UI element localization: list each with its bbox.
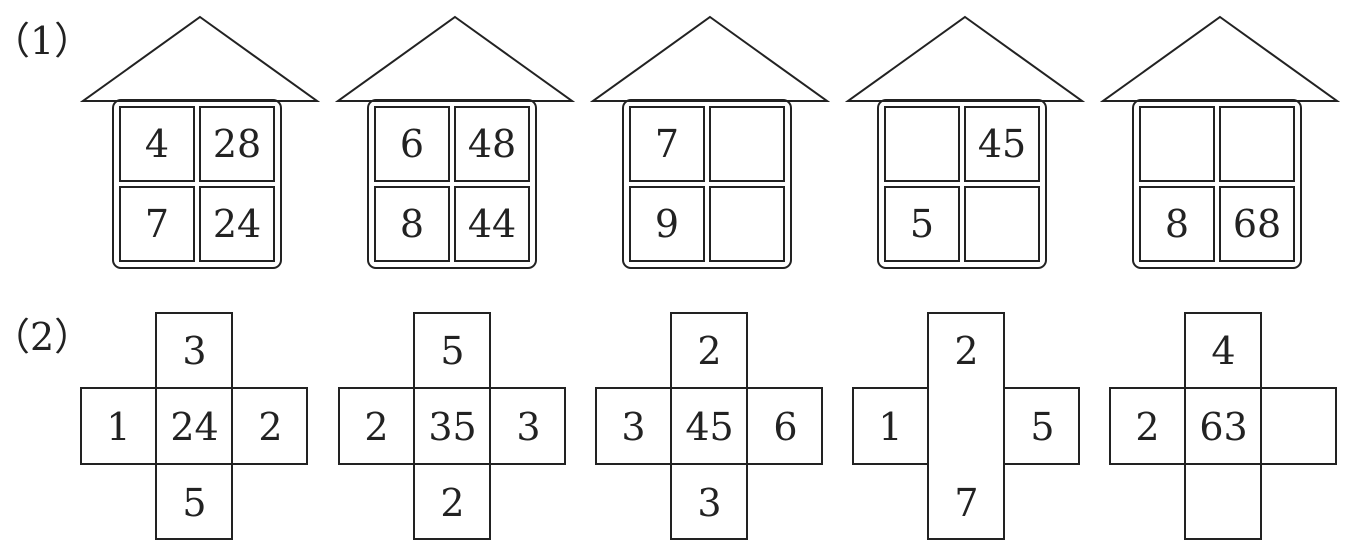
house-2: 6 48 8 44 <box>335 15 575 275</box>
cross-cell-top: 5 <box>440 328 465 373</box>
part-2-label: （2） <box>0 315 93 359</box>
house-frame: 6 48 8 44 <box>367 99 537 269</box>
house-cell-bottom-left: 8 <box>374 186 450 262</box>
cross-cell-top: 2 <box>697 328 722 373</box>
house-cell-bottom-left: 8 <box>1139 186 1215 262</box>
cross-cell-right <box>1261 388 1338 465</box>
cross-cell-bottom <box>1185 464 1262 541</box>
cross-1: 3 1 24 2 5 <box>80 312 308 540</box>
house-cell-bottom-right: 44 <box>454 186 530 262</box>
house-cell-top-left: 7 <box>629 106 705 182</box>
cross-cell-bottom: 7 <box>954 480 979 525</box>
house-cell-bottom-right <box>709 186 785 262</box>
house-cell-top-right: 48 <box>454 106 530 182</box>
house-frame: 7 9 <box>622 99 792 269</box>
cross-outline <box>595 312 823 540</box>
part-1-label: （1） <box>0 19 93 63</box>
cross-cell-left: 1 <box>878 404 903 449</box>
cross-cell-left: 2 <box>364 404 389 449</box>
cross-cell-center: 35 <box>428 404 477 449</box>
cross-cell-top: 2 <box>954 328 979 373</box>
house-frame: 45 5 <box>877 99 1047 269</box>
house-cell-bottom-left: 9 <box>629 186 705 262</box>
house-cell-top-right: 45 <box>964 106 1040 182</box>
house-4: 45 5 <box>845 15 1085 275</box>
house-cell-bottom-left: 5 <box>884 186 960 262</box>
cross-cell-bottom: 5 <box>182 480 207 525</box>
house-cell-bottom-right <box>964 186 1040 262</box>
house-cell-bottom-left: 7 <box>119 186 195 262</box>
cross-cell-left: 2 <box>1135 404 1160 449</box>
cross-cell-left: 3 <box>621 404 646 449</box>
cross-cell-center <box>928 388 1005 465</box>
cross-cell-center: 63 <box>1199 404 1248 449</box>
cross-outline <box>852 312 1080 540</box>
house-5: 8 68 <box>1100 15 1340 275</box>
house-cell-bottom-right: 24 <box>199 186 275 262</box>
house-cell-bottom-right: 68 <box>1219 186 1295 262</box>
cross-cell-right: 2 <box>258 404 283 449</box>
cross-cell-right: 5 <box>1030 404 1055 449</box>
roof <box>335 15 575 102</box>
roof <box>590 15 830 102</box>
cross-outline <box>338 312 566 540</box>
house-frame: 8 68 <box>1132 99 1302 269</box>
house-cell-top-left <box>1139 106 1215 182</box>
house-cell-top-left: 4 <box>119 106 195 182</box>
roof <box>845 15 1085 102</box>
cross-3: 2 3 45 6 3 <box>595 312 823 540</box>
roof <box>1100 15 1340 102</box>
house-frame: 4 28 7 24 <box>112 99 282 269</box>
house-cell-top-left <box>884 106 960 182</box>
house-cell-top-right <box>709 106 785 182</box>
cross-4: 2 1 5 7 <box>852 312 1080 540</box>
cross-outline <box>80 312 308 540</box>
house-cell-top-right: 28 <box>199 106 275 182</box>
cross-cell-bottom: 3 <box>697 480 722 525</box>
cross-outline <box>1109 312 1337 540</box>
cross-2: 5 2 35 3 2 <box>338 312 566 540</box>
roof <box>80 15 320 102</box>
house-cell-top-right <box>1219 106 1295 182</box>
cross-cell-center: 24 <box>170 404 219 449</box>
cross-cell-left: 1 <box>106 404 131 449</box>
house-cell-top-left: 6 <box>374 106 450 182</box>
house-3: 7 9 <box>590 15 830 275</box>
cross-cell-center: 45 <box>685 404 734 449</box>
cross-cell-top: 3 <box>182 328 207 373</box>
cross-cell-top: 4 <box>1211 328 1236 373</box>
cross-cell-bottom: 2 <box>440 480 465 525</box>
cross-cell-right: 3 <box>516 404 541 449</box>
cross-5: 4 2 63 <box>1109 312 1337 540</box>
house-1: 4 28 7 24 <box>80 15 320 275</box>
cross-cell-right: 6 <box>773 404 798 449</box>
